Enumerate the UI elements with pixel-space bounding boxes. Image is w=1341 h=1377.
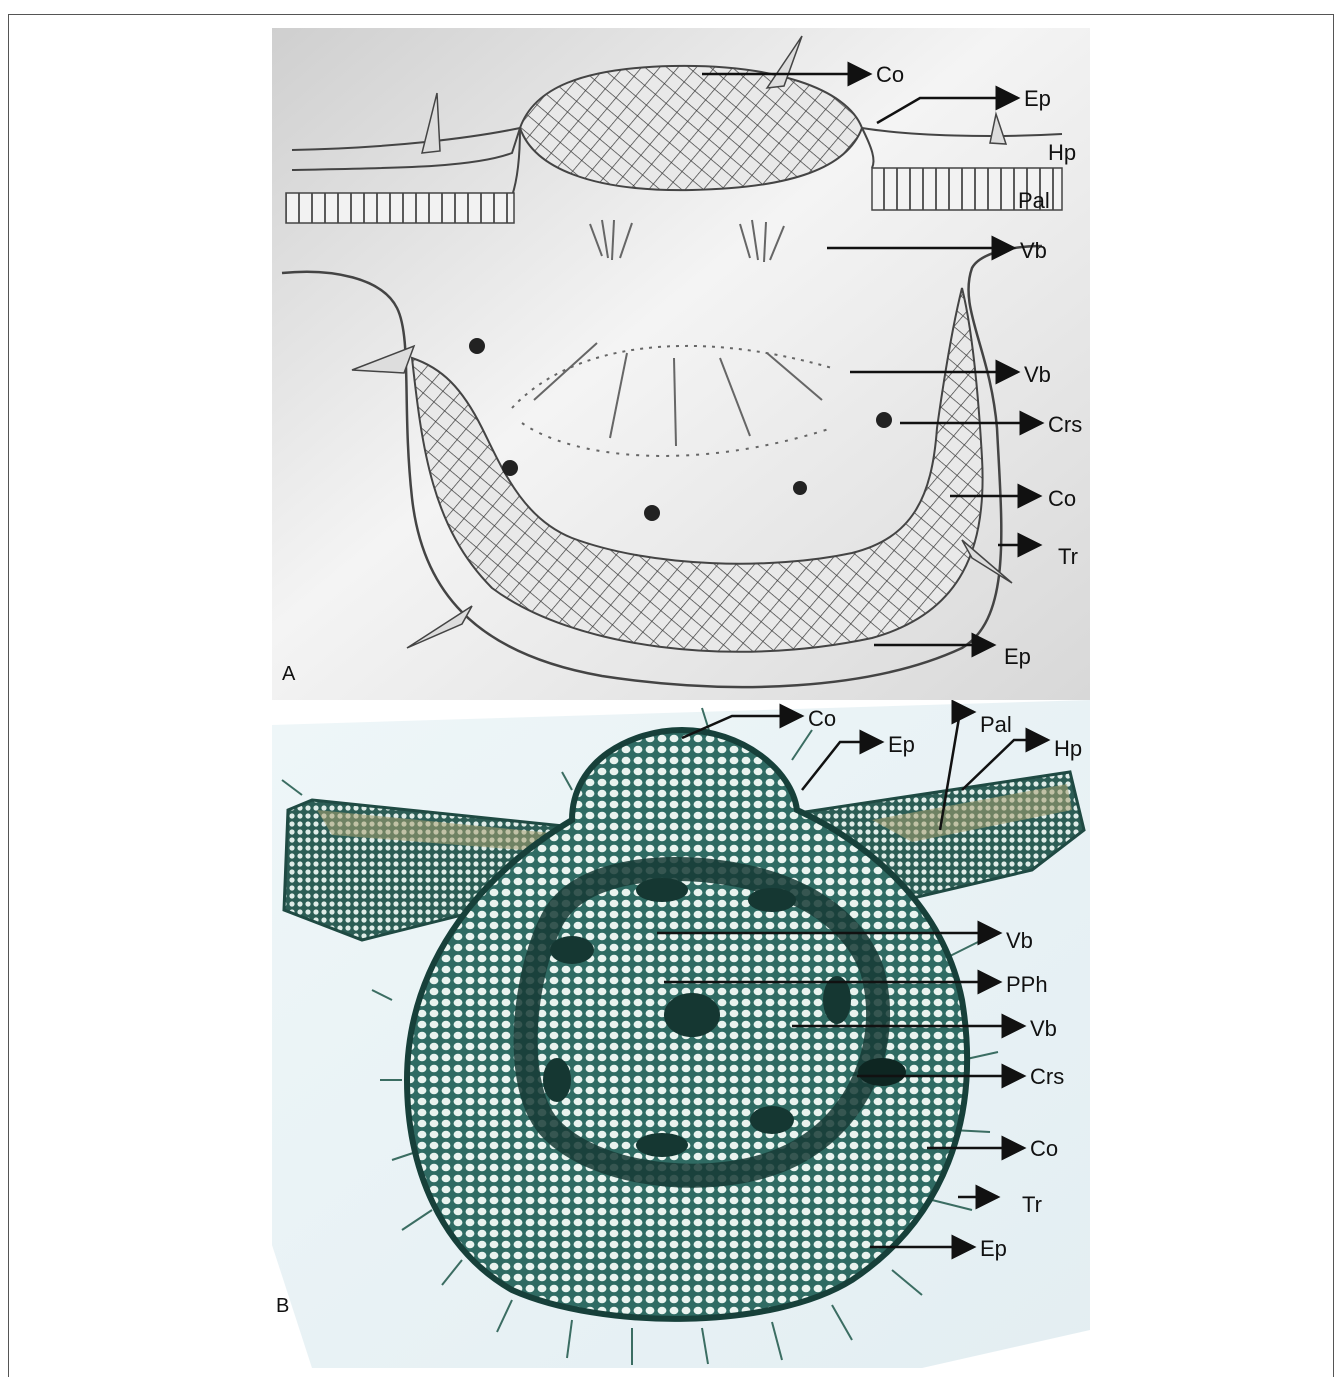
label-vb-upper: Vb — [1020, 238, 1047, 263]
panel-b-letter: B — [276, 1295, 289, 1317]
label-ep-top: Ep — [888, 732, 915, 757]
label-crs: Crs — [1048, 412, 1082, 437]
label-vb-lower: Vb — [1030, 1016, 1057, 1041]
label-tr: Tr — [1022, 1192, 1042, 1217]
label-pal: Pal — [1018, 188, 1050, 213]
label-hp: Hp — [1054, 736, 1082, 761]
figure-frame-right — [1333, 14, 1334, 1377]
panel-a-letter: A — [282, 663, 296, 685]
upper-collenchyma — [520, 66, 862, 190]
figure-frame-top — [8, 14, 1334, 15]
label-ep-bottom: Ep — [1004, 644, 1031, 669]
label-co-lower: Co — [1030, 1136, 1058, 1161]
label-hp: Hp — [1048, 140, 1076, 165]
label-tr: Tr — [1058, 544, 1078, 569]
palisade-left — [286, 193, 514, 223]
panel-b-svg: Co Ep Pal Hp Vb PPh Vb Crs Co Tr Ep B — [272, 700, 1090, 1368]
figure-frame-left — [8, 14, 9, 1377]
label-pal: Pal — [980, 712, 1012, 737]
crystal-cluster — [858, 1058, 906, 1086]
panel-a-drawing: Co Ep Hp Pal Vb Vb Crs Co Tr Ep A — [272, 28, 1090, 700]
label-ep-bottom: Ep — [980, 1236, 1007, 1261]
label-co-top: Co — [808, 706, 836, 731]
label-ep-top: Ep — [1024, 86, 1051, 111]
label-co-lower: Co — [1048, 486, 1076, 511]
panel-a-svg: Co Ep Hp Pal Vb Vb Crs Co Tr Ep A — [272, 28, 1090, 700]
label-co-top: Co — [876, 62, 904, 87]
label-crs: Crs — [1030, 1064, 1064, 1089]
label-vb-upper: Vb — [1006, 928, 1033, 953]
label-pph: PPh — [1006, 972, 1048, 997]
panel-b-micrograph: Co Ep Pal Hp Vb PPh Vb Crs Co Tr Ep B — [272, 700, 1090, 1368]
label-vb-lower: Vb — [1024, 362, 1051, 387]
